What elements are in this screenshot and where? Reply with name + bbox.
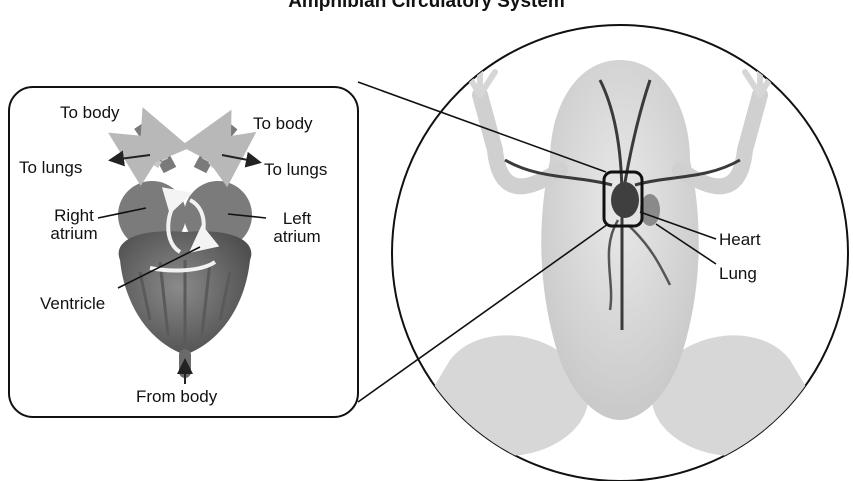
label-to-body-left: To body [60, 104, 120, 122]
label-lung: Lung [719, 265, 757, 283]
label-right-atrium-line1: Right [44, 207, 104, 225]
label-to-lungs-left: To lungs [19, 159, 82, 177]
label-right-atrium: Right atrium [44, 207, 104, 243]
label-left-atrium-line2: atrium [266, 228, 328, 246]
label-from-body: From body [136, 388, 217, 406]
label-ventricle: Ventricle [40, 295, 105, 313]
frog-heart-shape [611, 182, 639, 218]
frog-magnified-view [392, 25, 848, 481]
label-right-atrium-line2: atrium [44, 225, 104, 243]
label-to-body-right: To body [253, 115, 313, 133]
label-heart: Heart [719, 231, 761, 249]
label-to-lungs-right: To lungs [264, 161, 327, 179]
label-left-atrium-line1: Left [266, 210, 328, 228]
frog-body [541, 60, 698, 420]
label-left-atrium: Left atrium [266, 210, 328, 246]
